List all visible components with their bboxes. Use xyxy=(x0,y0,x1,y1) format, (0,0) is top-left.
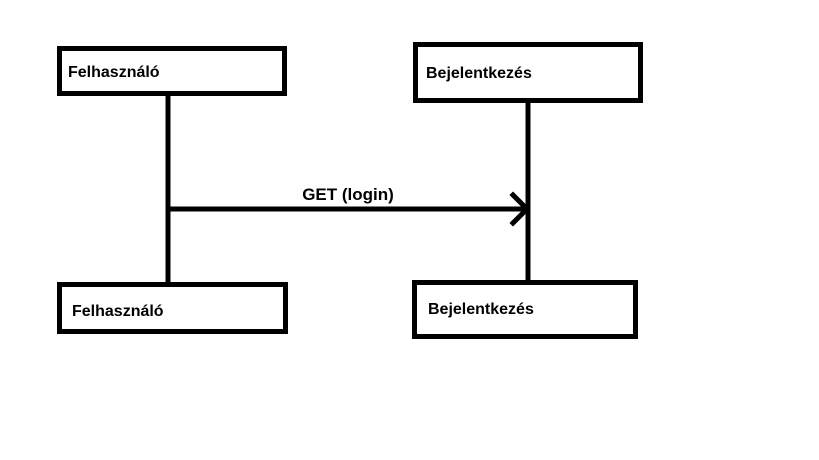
arrowhead-open-icon xyxy=(509,191,531,227)
participant-label-login-top: Bejelentkezés xyxy=(426,65,532,82)
participant-label-user-top: Felhasználó xyxy=(68,64,160,81)
participant-label-login-bottom: Bejelentkezés xyxy=(428,301,534,318)
participant-label-user-bottom: Felhasználó xyxy=(72,303,164,320)
box-rect xyxy=(413,42,643,103)
box-rect xyxy=(57,282,288,334)
participant-box-user-top: Felhasználó xyxy=(57,46,287,96)
box-rect xyxy=(57,46,287,96)
participant-box-login-bottom: Bejelentkezés xyxy=(412,280,638,339)
message-label: GET (login) xyxy=(302,185,394,204)
message-get-login: GET (login) xyxy=(170,185,531,227)
box-rect xyxy=(412,280,638,339)
participant-box-user-bottom: Felhasználó xyxy=(57,282,288,334)
participant-box-login-top: Bejelentkezés xyxy=(413,42,643,103)
